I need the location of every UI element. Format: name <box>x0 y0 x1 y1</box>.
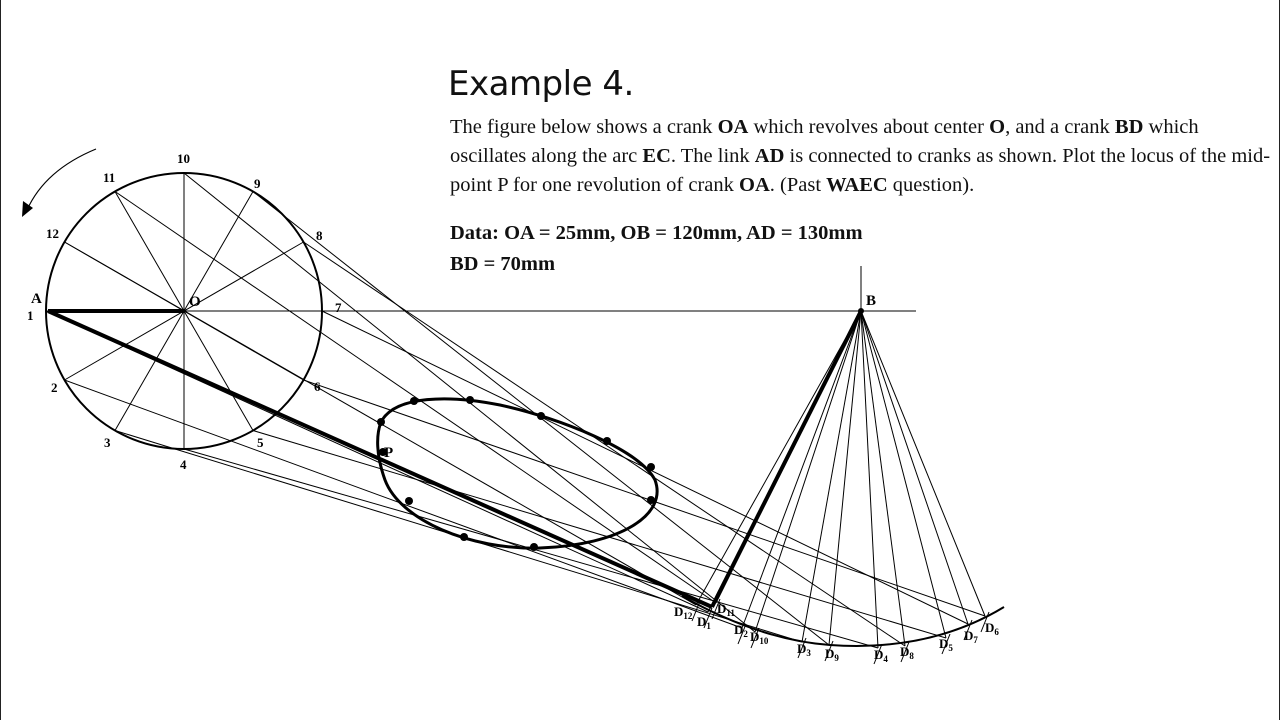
desc-text-4: which oscillates along the arc <box>450 116 1199 167</box>
desc-bold-ec: EC <box>642 145 671 167</box>
desc-text-1: The figure below shows a crank <box>450 116 718 138</box>
crank-position-label: 9 <box>254 176 261 191</box>
desc-text-6: is connected to cranks as shown. Plot th… <box>450 145 1271 196</box>
crank-bd <box>710 310 863 608</box>
main-geometry <box>22 148 1005 647</box>
crank-bd-position-line <box>860 310 969 625</box>
arrow-head-icon <box>22 201 33 217</box>
crank-bd-position-line <box>860 310 879 649</box>
desc-text-8: question). <box>887 174 975 196</box>
pivot-b <box>858 308 864 314</box>
d-tick-mark <box>750 627 760 649</box>
example-title: Example 4. <box>448 64 634 104</box>
arc-ec <box>681 595 1005 647</box>
desc-text-2: which revolves about center <box>748 116 990 138</box>
crank-position-label: 11 <box>103 170 115 185</box>
construction-lines <box>45 172 990 665</box>
locus-point <box>379 448 387 456</box>
desc-bold-waec: WAEC <box>826 174 888 196</box>
locus-point <box>466 396 474 404</box>
label-p: P <box>384 445 393 461</box>
d-position-label: D5 <box>939 636 953 653</box>
crank-bd-position-line <box>801 310 862 643</box>
crank-bd-position-line <box>860 310 906 647</box>
locus-of-p <box>376 397 659 550</box>
locus-point <box>603 437 611 445</box>
crank-circle <box>45 172 323 450</box>
crank-bd-position-line <box>754 310 862 633</box>
link-ad-position-line <box>303 241 906 647</box>
crank-position-label: 12 <box>46 226 59 241</box>
given-data: Data: OA = 25mm, OB = 120mm, AD = 130mm … <box>450 218 863 280</box>
d-position-label: D3 <box>797 641 811 658</box>
crank-position-label: 2 <box>51 380 58 395</box>
locus-point <box>377 418 385 426</box>
link-ad-position-line <box>114 191 717 604</box>
locus-point <box>460 533 468 541</box>
label-o: O <box>189 294 201 310</box>
d-position-label: D6 <box>985 620 999 637</box>
label-a: A <box>31 291 42 307</box>
crank-position-label: 4 <box>180 457 187 472</box>
desc-text-3: , and a crank <box>1005 116 1115 138</box>
desc-bold-bd: BD <box>1114 116 1144 138</box>
frame-left-border <box>0 0 1 720</box>
crank-position-label: 8 <box>316 228 323 243</box>
d-position-label: D11 <box>717 601 735 618</box>
label-b: B <box>866 293 876 309</box>
d-position-label: D9 <box>825 646 839 663</box>
crank-bd-position-line <box>741 310 862 629</box>
d-tick-mark <box>873 643 883 665</box>
d-tick-mark <box>711 598 721 620</box>
crank-position-label: 5 <box>257 435 264 450</box>
locus-point <box>405 497 413 505</box>
locus-point <box>530 543 538 551</box>
d-position-label: D2 <box>734 622 748 639</box>
locus-point <box>647 496 655 504</box>
d-tick-mark <box>737 623 747 645</box>
crank-position-label: 6 <box>314 379 321 394</box>
crank-bd-position-line <box>828 310 862 646</box>
desc-text-5: . The link <box>670 145 755 167</box>
d-position-label: D7 <box>964 628 978 645</box>
desc-bold-oa-2: OA <box>739 174 770 196</box>
data-line-2: BD = 70mm <box>450 253 556 275</box>
d-position-label: D12 <box>674 604 693 621</box>
crank-position-label: 3 <box>104 435 111 450</box>
d-position-label: D10 <box>750 629 769 646</box>
crank-bd-position-line <box>695 310 862 606</box>
d-tick-mark <box>941 633 951 655</box>
locus-point <box>410 397 418 405</box>
crank-position-label: 10 <box>177 151 190 166</box>
desc-bold-oa: OA <box>717 116 749 138</box>
crank-bd-position-line <box>860 310 986 617</box>
data-line-1: Data: OA = 25mm, OB = 120mm, AD = 130mm <box>450 222 863 244</box>
crank-position-label: 7 <box>335 300 342 315</box>
link-ad-position-line <box>252 430 947 639</box>
rotation-arrow-icon <box>26 148 97 211</box>
crank-position-label: 1 <box>27 308 34 323</box>
d-position-label: D8 <box>900 644 914 661</box>
desc-bold-ad: AD <box>754 145 785 167</box>
desc-text-7: . (Past <box>769 174 827 196</box>
d-position-label: D4 <box>874 647 888 664</box>
crank-bd-position-line <box>860 310 947 639</box>
locus-point <box>537 412 545 420</box>
problem-description: The figure below shows a crank OA which … <box>450 113 1280 200</box>
locus-point <box>647 463 655 471</box>
d-tick-mark <box>900 641 910 663</box>
desc-bold-o: O <box>989 116 1006 138</box>
d-position-label: D1 <box>697 614 711 631</box>
